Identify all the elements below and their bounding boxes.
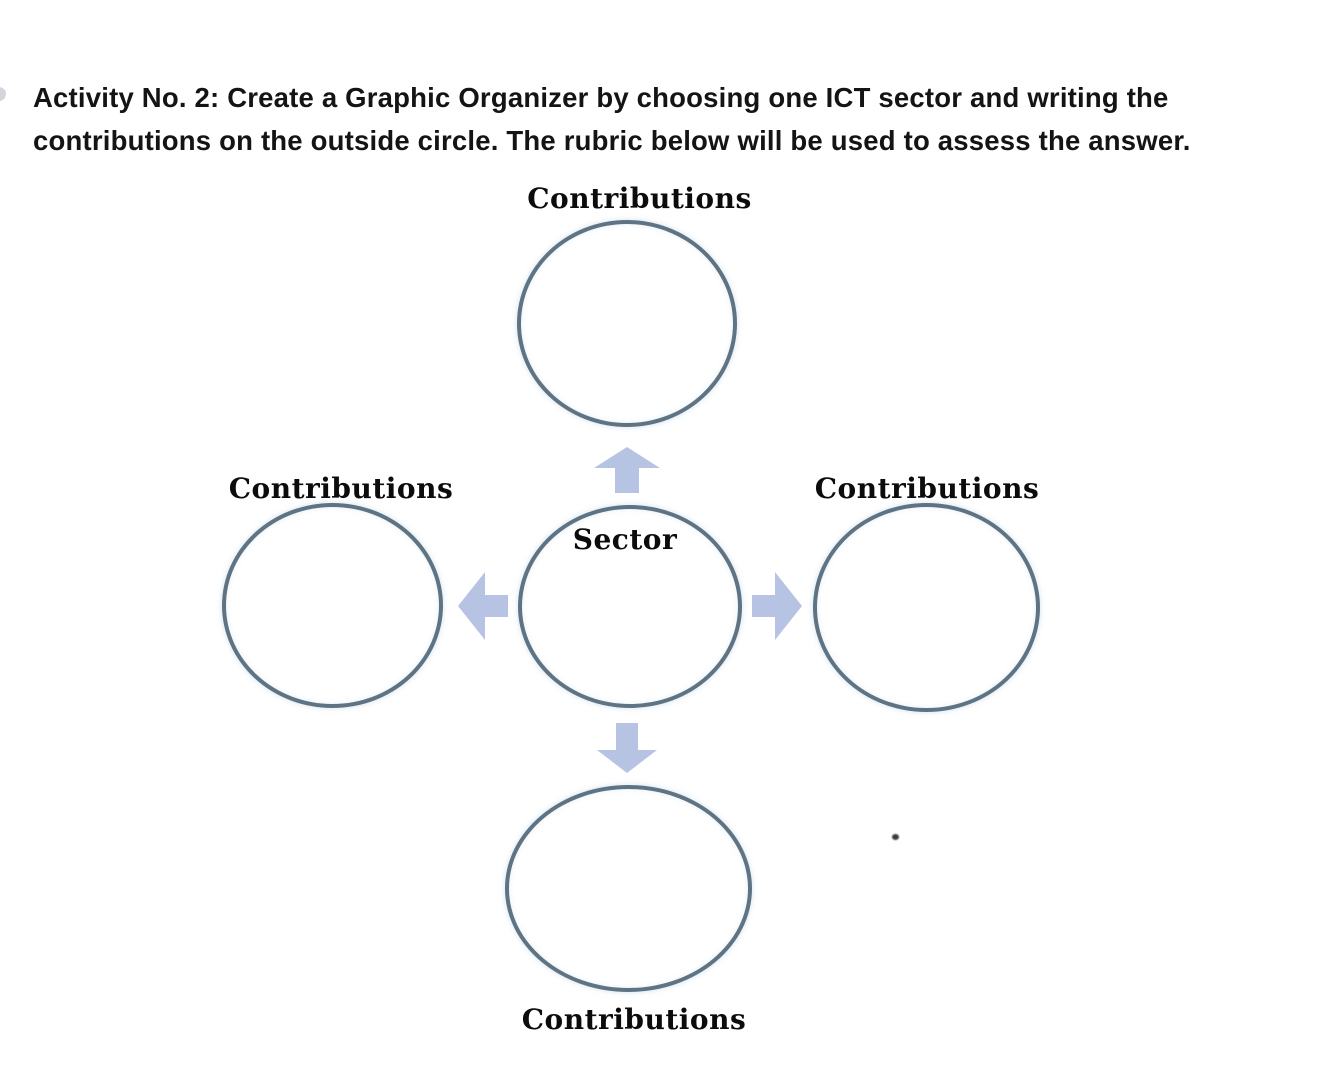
sector-circle [518, 505, 742, 708]
sector-label: Sector [572, 523, 678, 556]
arrow-left-icon [458, 572, 508, 640]
contributions-label-top: Contributions [527, 182, 752, 215]
instructions-line-1: Activity No. 2: Create a Graphic Organiz… [33, 82, 1169, 113]
contribution-circle-bottom [505, 785, 752, 992]
ink-speck [892, 834, 899, 840]
arrow-down-icon [597, 723, 657, 773]
instructions-line-2: contributions on the outside circle. The… [33, 125, 1191, 156]
contribution-circle-left [222, 503, 443, 708]
activity-instructions: Activity No. 2: Create a Graphic Organiz… [33, 76, 1191, 162]
arrow-right-icon [752, 572, 802, 640]
contributions-label-left: Contributions [228, 472, 454, 505]
arrow-up-icon [594, 447, 660, 493]
contribution-circle-right [813, 503, 1040, 712]
contributions-label-right: Contributions [814, 472, 1040, 505]
contribution-circle-top [517, 220, 737, 427]
contributions-label-bottom: Contributions [521, 1003, 747, 1036]
list-bullet [0, 87, 6, 101]
